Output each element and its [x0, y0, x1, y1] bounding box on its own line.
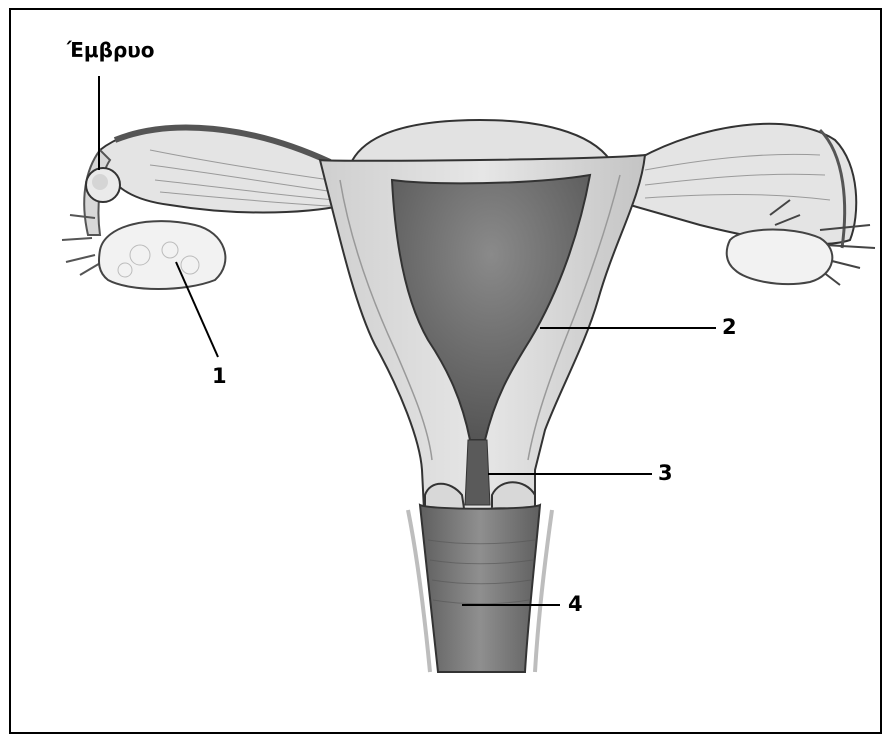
label-embryo: Έμβρυο: [67, 40, 155, 60]
vagina: [420, 505, 540, 672]
right-fallopian-tube: [630, 124, 856, 244]
label-2: 2: [722, 317, 737, 338]
left-fallopian-tube: [100, 126, 350, 212]
cervical-canal: [465, 440, 490, 505]
label-4: 4: [568, 594, 583, 615]
right-ovary: [727, 230, 833, 285]
label-3: 3: [658, 463, 673, 484]
label-1: 1: [212, 366, 227, 387]
left-ovary: [99, 221, 225, 289]
